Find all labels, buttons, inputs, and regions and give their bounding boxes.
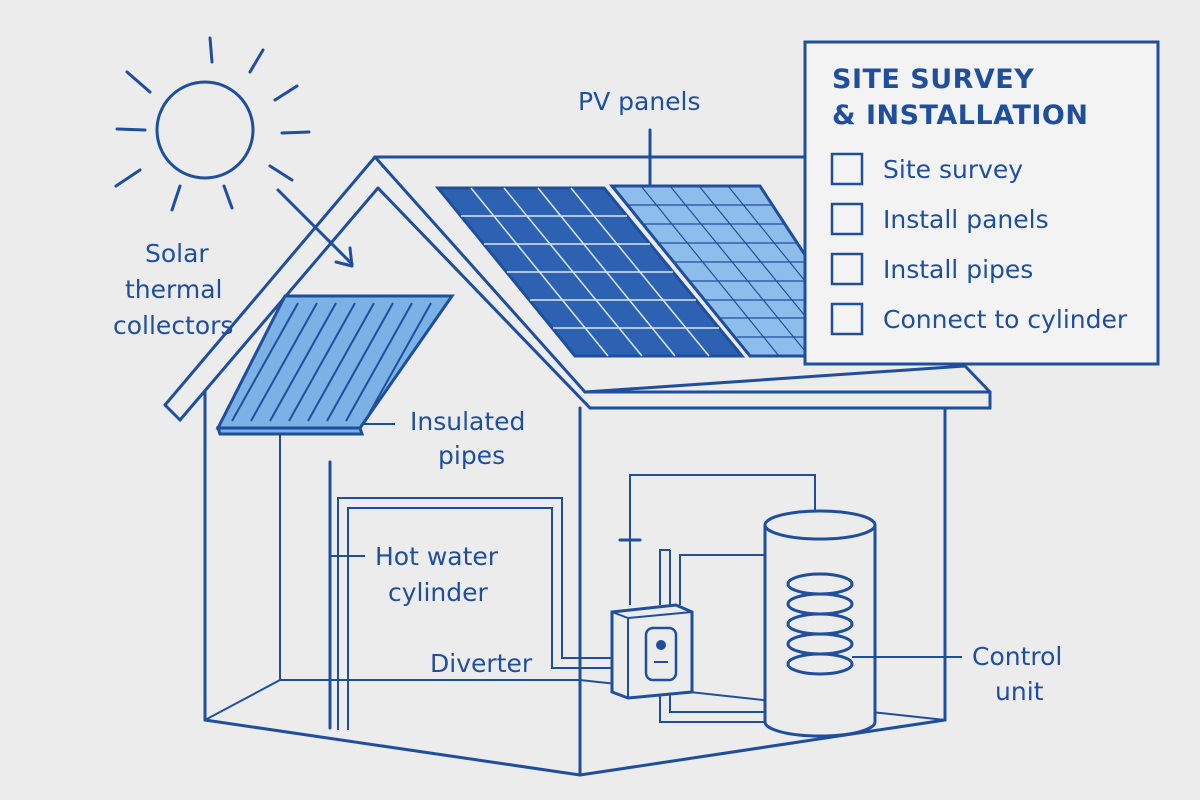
insulated-pipes-label-line1: Insulated xyxy=(410,407,525,436)
solar-thermal-label-line2: thermal xyxy=(125,275,223,304)
pv-panels-label: PV panels xyxy=(578,87,701,116)
control-unit-label-line1: Control xyxy=(972,642,1062,671)
insulated-pipes xyxy=(328,423,615,730)
hot-water-label-line2: cylinder xyxy=(388,578,489,607)
sun-icon xyxy=(114,36,311,212)
house-outline xyxy=(163,155,992,777)
checklist-item-site-survey: Site survey xyxy=(883,155,1023,184)
checklist-title-line1: SITE SURVEY xyxy=(832,64,1034,95)
hot-water-cylinder xyxy=(763,509,962,738)
diverter-pipes xyxy=(618,474,816,723)
solar-thermal-collector xyxy=(215,294,455,436)
checkbox-connect-cylinder[interactable] xyxy=(830,302,864,336)
solar-thermal-label-line1: Solar xyxy=(145,239,209,268)
checkbox-install-panels[interactable] xyxy=(830,202,864,236)
pv-panel-dark xyxy=(434,186,746,358)
checklist-title-line2: & INSTALLATION xyxy=(832,100,1088,131)
diverter-box xyxy=(610,603,694,700)
diverter-label: Diverter xyxy=(430,649,533,678)
checkbox-site-survey[interactable] xyxy=(830,152,864,186)
checkbox-install-pipes[interactable] xyxy=(830,252,864,286)
insulated-pipes-label-line2: pipes xyxy=(438,441,505,470)
checklist-item-install-pipes: Install pipes xyxy=(883,255,1033,284)
control-unit-label-line2: unit xyxy=(995,677,1044,706)
hot-water-label-line1: Hot water xyxy=(375,542,499,571)
checklist-item-connect-cylinder: Connect to cylinder xyxy=(883,305,1128,334)
installation-checklist: SITE SURVEY & INSTALLATION Site survey I… xyxy=(803,40,1160,366)
checklist-item-install-panels: Install panels xyxy=(883,205,1049,234)
solar-thermal-label-line3: collectors xyxy=(113,311,233,340)
pv-panel-light xyxy=(608,184,807,358)
